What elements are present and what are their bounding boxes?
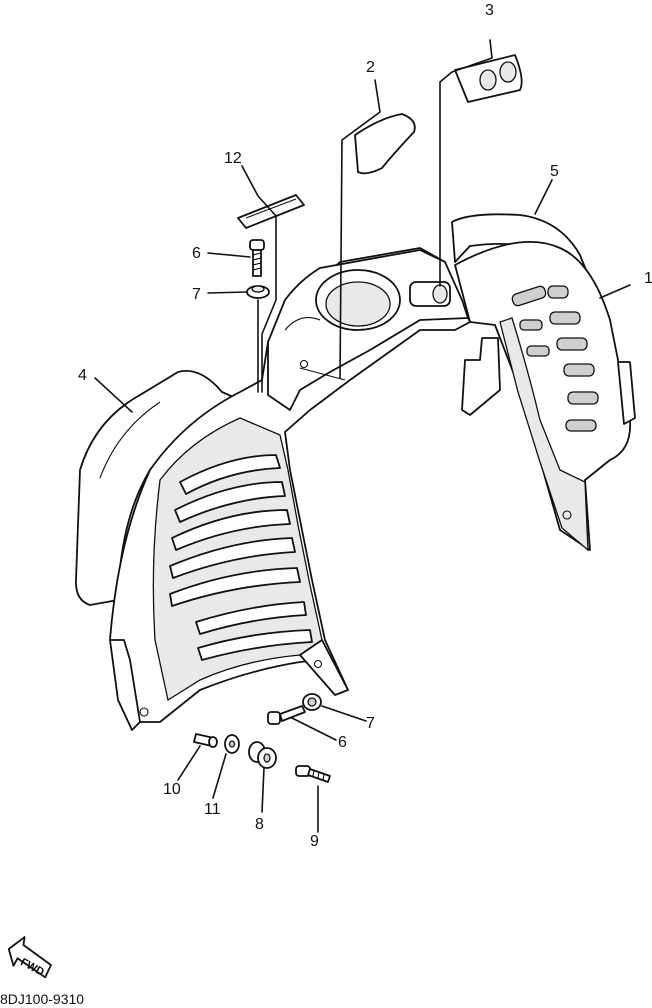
- part-1-inner-wall: [499, 317, 589, 552]
- callout-5: 5: [550, 163, 559, 180]
- part-9-bolt: [295, 765, 331, 783]
- part-12-strip-edge: [245, 198, 297, 219]
- callout-9: 9: [310, 833, 319, 850]
- switch-hole: [432, 284, 448, 304]
- callout-4: 4: [78, 367, 87, 384]
- part-7-upper-grommet: [246, 285, 270, 299]
- meter-housing-bevel: [284, 317, 321, 331]
- part-2-meter-cover: [354, 113, 416, 175]
- part-6-lower-screw: [267, 705, 306, 725]
- part-11-washer: [224, 734, 240, 754]
- part-1-tab-rear: [461, 337, 501, 416]
- leader-lines: [94, 39, 631, 833]
- part-4-edge-line: [99, 401, 161, 479]
- main-panel-ribs: [169, 454, 313, 661]
- callout-6-upper: 6: [192, 245, 201, 262]
- part-1-right-panel: [454, 241, 632, 551]
- main-panel-bottom-lip: [109, 639, 141, 731]
- main-panel-bolt-hole: [313, 659, 323, 669]
- callout-7-lower: 7: [366, 715, 375, 732]
- meter-opening-inner: [325, 281, 391, 327]
- part-8-damper: [248, 741, 277, 769]
- callout-labels: 1 2 3 4 5 6 6 7 7 8 9 10 11 12: [78, 2, 652, 850]
- callout-8: 8: [255, 816, 264, 833]
- callout-12: 12: [224, 150, 242, 167]
- part-1-screw-hole: [562, 510, 572, 520]
- callout-11: 11: [204, 801, 221, 818]
- callout-2: 2: [366, 59, 375, 76]
- diagram-code: 8DJ100-9310: [0, 991, 84, 1007]
- part-6-upper-screw: [249, 239, 265, 277]
- part-3-hole-right: [499, 61, 517, 83]
- callout-3: 3: [485, 2, 494, 19]
- callout-7-upper: 7: [192, 286, 201, 303]
- part-1-vent-slots: [511, 285, 599, 432]
- part-7-lower-grommet: [302, 693, 322, 711]
- part-10-collar: [193, 733, 218, 748]
- part-3-hole-left: [479, 69, 497, 91]
- callout-6-lower: 6: [338, 734, 347, 751]
- main-panel-center-flange: [299, 639, 349, 696]
- housing-screw-hole: [299, 359, 309, 369]
- part-1-side-clip: [617, 361, 636, 425]
- main-panel-pin-hole: [139, 707, 149, 717]
- callout-1: 1: [644, 270, 652, 287]
- callout-10: 10: [163, 781, 181, 798]
- fwd-arrow-icon: FWD: [7, 936, 52, 979]
